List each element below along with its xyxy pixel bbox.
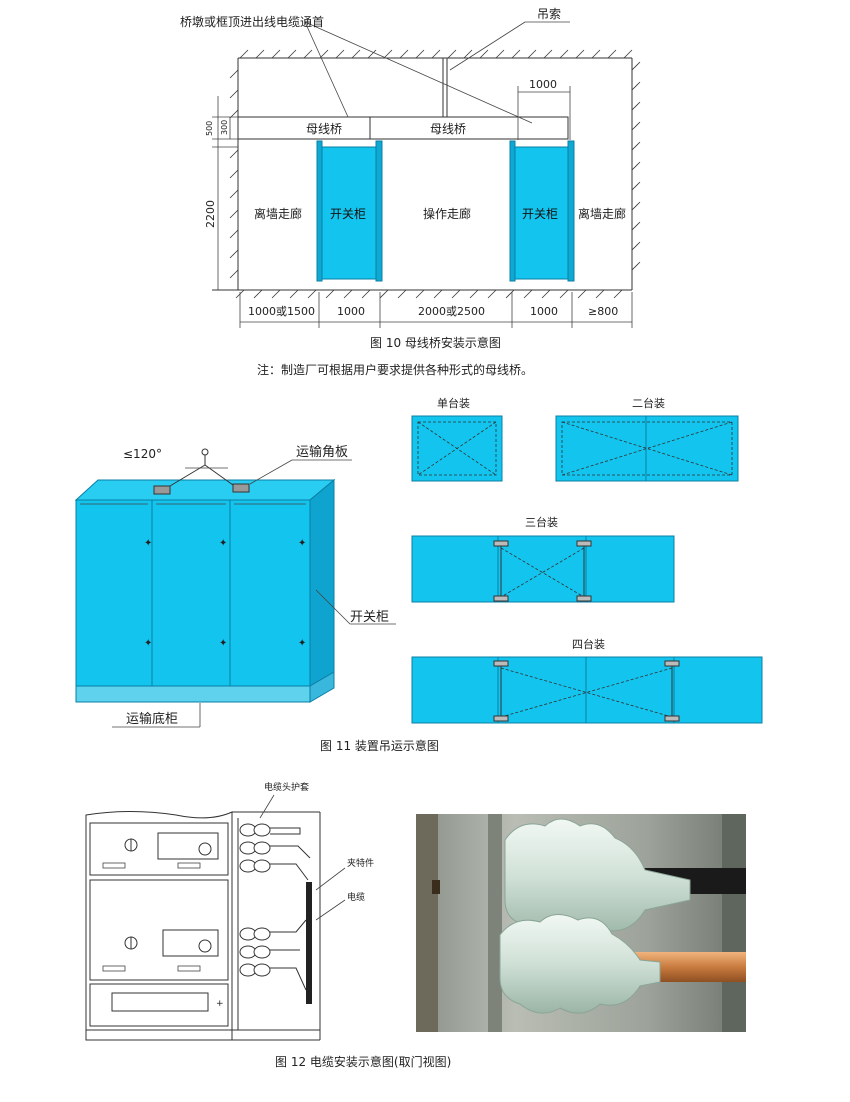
angle-label: ≤120°	[123, 447, 162, 461]
clamp-label: 夹特件	[347, 857, 374, 869]
double-box-2	[645, 415, 739, 482]
bus-bridge-left-label: 母线桥	[306, 122, 342, 136]
bus-bridge-right	[369, 116, 569, 140]
single-label: 单台装	[437, 396, 470, 410]
meter-panel	[89, 983, 229, 1027]
clamp-bar	[306, 882, 312, 1004]
dim-bottom-3: 2000或2500	[418, 305, 485, 318]
fig11-caption: 图 11 装置吊运示意图	[320, 738, 439, 753]
quad-box-1	[411, 656, 499, 724]
svg-text:+: +	[216, 999, 224, 1009]
label-1000-top: 1000	[529, 78, 557, 91]
cabinet-outline	[85, 811, 233, 1041]
cabinet-right	[513, 146, 571, 280]
quad-box-4	[673, 656, 763, 724]
dim-2200: 2200	[204, 200, 217, 228]
cabinet-bolt: ✦	[298, 638, 306, 649]
dim-300: 300	[220, 120, 229, 135]
dim-bottom-4: 1000	[530, 305, 558, 318]
dim-500: 500	[205, 121, 214, 136]
triple-box-3	[585, 535, 675, 603]
hook-icon	[201, 448, 209, 456]
figure-10: 桥墩或框顶进出线电缆通首 吊索 1000 500 300 2200 母线桥 母线…	[180, 7, 641, 377]
left-wall-hatch	[229, 69, 239, 279]
cabinet-bolt: ✦	[219, 538, 227, 549]
fig10-note: 注：制造厂可根据用户要求提供各种形式的母线桥。	[257, 362, 533, 377]
double-box-1	[555, 415, 647, 482]
drawer-lower	[89, 879, 229, 981]
cable-head-sleeves-upper	[239, 823, 311, 881]
quad-label: 四台装	[572, 637, 605, 651]
fig12-caption: 图 12 电缆安装示意图(取门视图)	[275, 1054, 451, 1069]
quad-box-2	[497, 656, 587, 724]
fig10-caption: 图 10 母线桥安装示意图	[370, 335, 501, 350]
triple-label: 三台装	[525, 515, 558, 529]
cabinet-top	[74, 479, 336, 501]
cabinet-right-label: 开关柜	[522, 207, 558, 221]
figure-11: ✦ ✦ ✦ ✦ ✦ ✦ ≤120° 运输角板 开关柜 运输底柜 单台装 二台装	[74, 396, 763, 753]
right-wall-hatch	[631, 61, 641, 271]
switch-cabinet-label: 开关柜	[350, 610, 389, 625]
switch-cabinet-2	[151, 499, 231, 687]
drawer-upper	[89, 822, 229, 876]
switch-cabinet-1	[75, 499, 153, 687]
transport-base	[75, 685, 311, 703]
dim-bottom-1: 1000或1500	[248, 305, 315, 318]
triple-box-1	[411, 535, 499, 603]
transport-plate-label: 运输角板	[296, 444, 348, 460]
cabinet-bolt: ✦	[219, 638, 227, 649]
cabinet-bolt: ✦	[144, 538, 152, 549]
bus-bridge-left	[237, 116, 371, 140]
transport-plate	[153, 485, 171, 495]
dim-bottom-5: ≥800	[588, 305, 618, 318]
cabinet-bolt: ✦	[298, 538, 306, 549]
cable-head-sleeves-lower	[239, 919, 307, 991]
label-cable-channel: 桥墩或框顶进出线电缆通首	[180, 15, 324, 29]
figure-12: + 电缆头护套 夹特件 电缆	[85, 781, 746, 1069]
cabinet-side	[309, 478, 335, 687]
cable-photo	[416, 814, 746, 1032]
cable-label: 电缆	[347, 891, 365, 903]
triple-box-2	[497, 535, 587, 603]
transport-base-label: 运输底柜	[126, 711, 178, 727]
ceiling-hatch	[239, 49, 633, 59]
dim-bottom-2: 1000	[337, 305, 365, 318]
cabinet-left-label: 开关柜	[330, 207, 366, 221]
bus-bridge-right-label: 母线桥	[430, 122, 466, 136]
cable-head-sleeve-label: 电缆头护套	[264, 781, 309, 793]
corridor-left-label: 离墙走廊	[254, 206, 302, 221]
operation-corridor-label: 操作走廊	[423, 206, 471, 221]
corridor-right-label: 离墙走廊	[578, 206, 626, 221]
transport-plate	[232, 483, 250, 493]
double-label: 二台装	[632, 396, 665, 410]
cabinet-bolt: ✦	[144, 638, 152, 649]
floor-hatch	[235, 289, 623, 299]
label-sling: 吊索	[537, 7, 561, 21]
quad-box-3	[585, 656, 675, 724]
switch-cabinet-3	[229, 499, 311, 687]
